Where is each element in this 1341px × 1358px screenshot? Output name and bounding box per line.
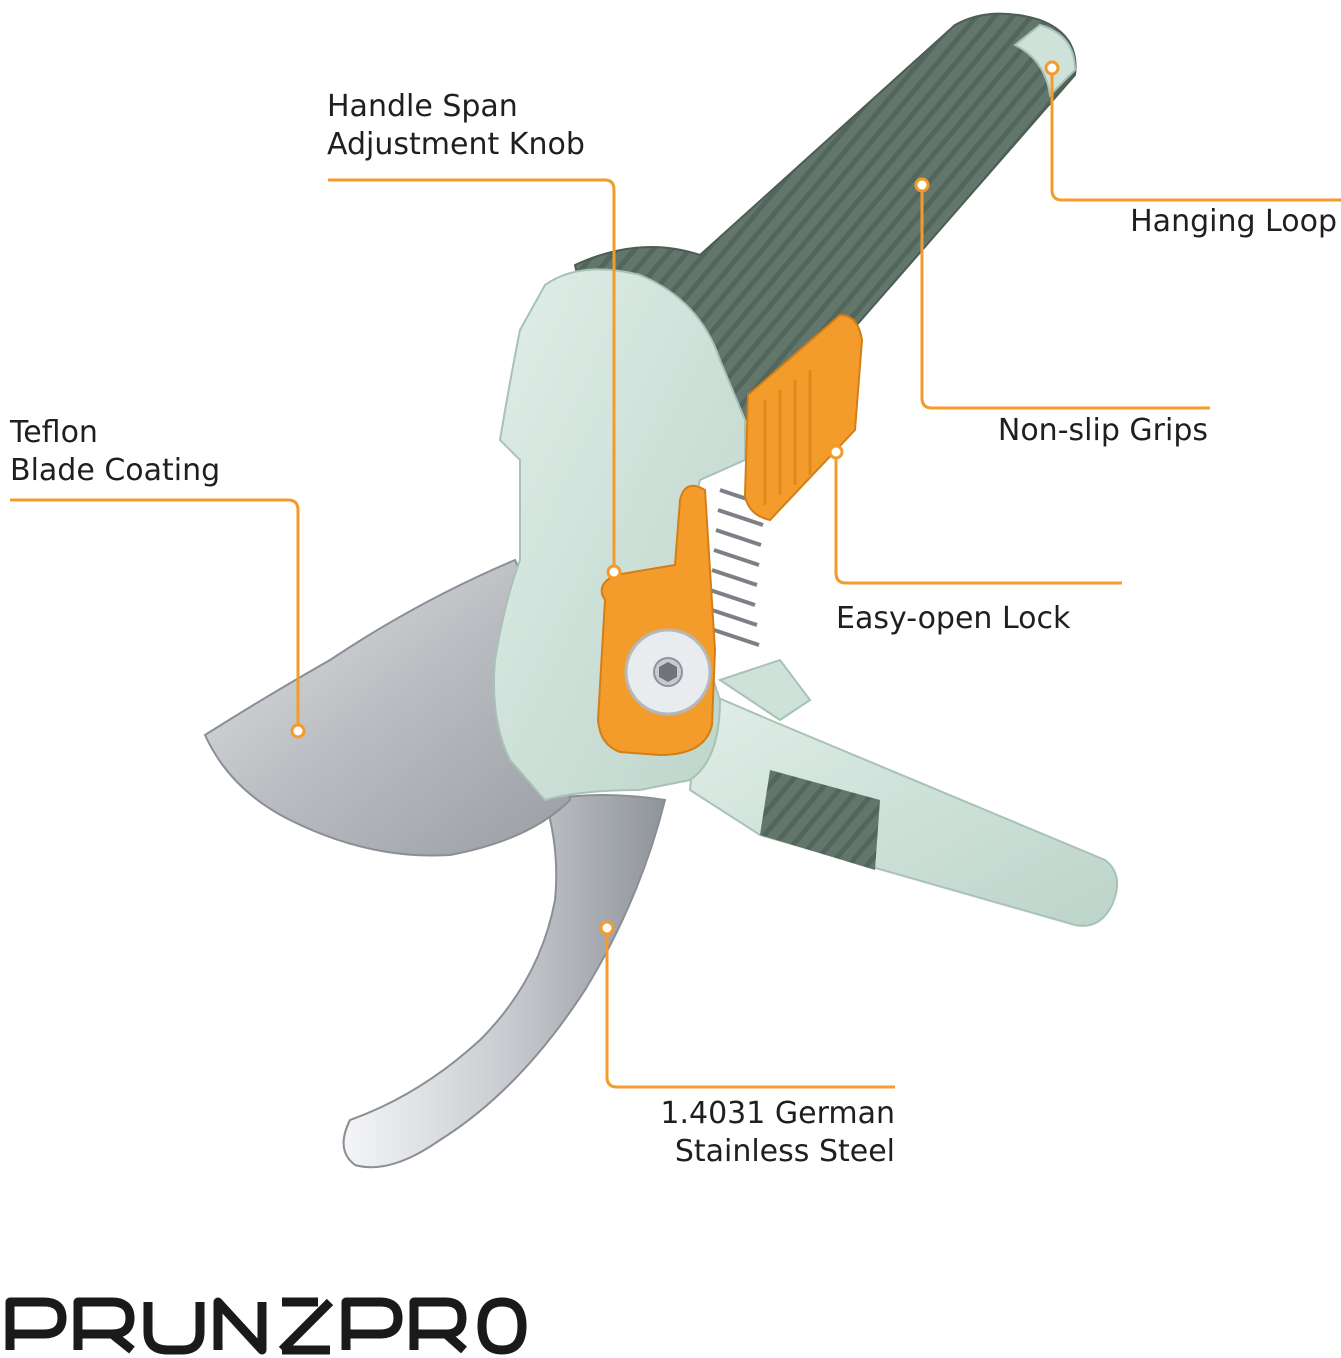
- cutting-blade: [203, 558, 572, 857]
- callout-hanging-loop: Hanging Loop: [1130, 203, 1337, 241]
- callout-easy-open-line1: Easy-open Lock: [836, 601, 1071, 636]
- callout-teflon-line2: Blade Coating: [10, 453, 221, 488]
- callout-easy-open: Easy-open Lock: [836, 600, 1070, 638]
- callout-steel: 1.4031 German Stainless Steel: [660, 1095, 895, 1171]
- callout-line-steel: [605, 930, 895, 1089]
- callout-teflon: Teflon Blade Coating: [10, 414, 220, 490]
- spring: [709, 488, 766, 647]
- upper-handle: [573, 12, 1077, 422]
- brand-logo: [5, 1297, 527, 1355]
- callout-handle-span-line1: Handle Span: [327, 89, 518, 124]
- callout-non-slip: Non-slip Grips: [998, 412, 1208, 450]
- callout-line-easy-open: [834, 452, 1122, 585]
- callout-line-teflon: [10, 498, 300, 730]
- callout-non-slip-line1: Non-slip Grips: [997, 413, 1208, 448]
- callout-hanging-loop-line1: Hanging Loop: [1130, 204, 1337, 239]
- callout-line-non-slip: [920, 185, 1210, 410]
- lower-handle: [688, 658, 1119, 927]
- callout-line-hanging-loop: [1050, 68, 1341, 202]
- callout-teflon-line1: Teflon: [10, 415, 98, 450]
- callout-lines: [10, 68, 1341, 1089]
- callout-dots: [290, 60, 1060, 936]
- adjustment-knob: [596, 484, 717, 757]
- callout-handle-span: Handle Span Adjustment Knob: [327, 88, 585, 164]
- callout-steel-line2: Stainless Steel: [674, 1134, 895, 1169]
- callout-handle-span-line2: Adjustment Knob: [327, 127, 585, 162]
- lock-slider: [743, 313, 864, 522]
- callout-line-handle-span: [328, 178, 616, 570]
- hook-blade: [342, 794, 667, 1169]
- callout-steel-line1: 1.4031 German: [660, 1096, 895, 1131]
